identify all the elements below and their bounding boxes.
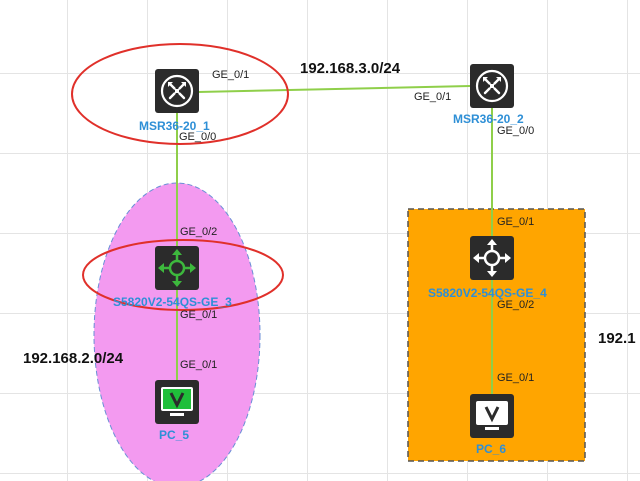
pc5-name-label: PC_5 — [159, 428, 190, 442]
router-icon — [155, 69, 199, 113]
port-label-r1-ge01: GE_0/1 — [212, 69, 250, 81]
switch4-name-label: S5820V2-54QS-GE_4 — [428, 286, 547, 300]
switch3-name-label: S5820V2-54QS-GE_3 — [113, 295, 232, 309]
pc6-name-label: PC_6 — [476, 442, 507, 456]
highlight-ring-router1 — [71, 43, 289, 145]
pc-6[interactable] — [470, 394, 514, 438]
port-label-r2-ge01: GE_0/1 — [414, 91, 452, 103]
pc-icon — [155, 380, 199, 424]
subnet-label-right: 192.1 — [598, 330, 636, 347]
port-label-sw3-ge02: GE_0/2 — [180, 226, 218, 238]
router-msr36-20-2[interactable] — [470, 64, 514, 108]
l3-switch-icon — [155, 246, 199, 290]
port-label-sw4-ge01: GE_0/1 — [497, 216, 535, 228]
l3-switch-icon — [470, 236, 514, 280]
pc-icon — [470, 394, 514, 438]
port-label-pc5-ge01: GE_0/1 — [180, 359, 218, 371]
port-label-sw3-ge01: GE_0/1 — [180, 309, 218, 321]
port-label-r2-ge00: GE_0/0 — [497, 125, 535, 137]
pc-5[interactable] — [155, 380, 199, 424]
router-icon — [470, 64, 514, 108]
subnet-label-left: 192.168.2.0/24 — [23, 350, 124, 367]
router-msr36-20-1[interactable] — [155, 69, 199, 113]
router2-name-label: MSR36-20_2 — [453, 112, 524, 126]
router1-name-label: MSR36-20_1 — [139, 119, 210, 133]
highlight-ring-switch3 — [82, 239, 284, 311]
port-label-sw4-ge02: GE_0/2 — [497, 299, 535, 311]
switch-s5820v2-4[interactable] — [470, 236, 514, 280]
switch-s5820v2-3[interactable] — [155, 246, 199, 290]
subnet-label-top: 192.168.3.0/24 — [300, 60, 401, 77]
port-label-r1-ge00: GE_0/0 — [179, 131, 217, 143]
link-router1-router2[interactable] — [197, 85, 471, 93]
port-label-pc6-ge01: GE_0/1 — [497, 372, 535, 384]
